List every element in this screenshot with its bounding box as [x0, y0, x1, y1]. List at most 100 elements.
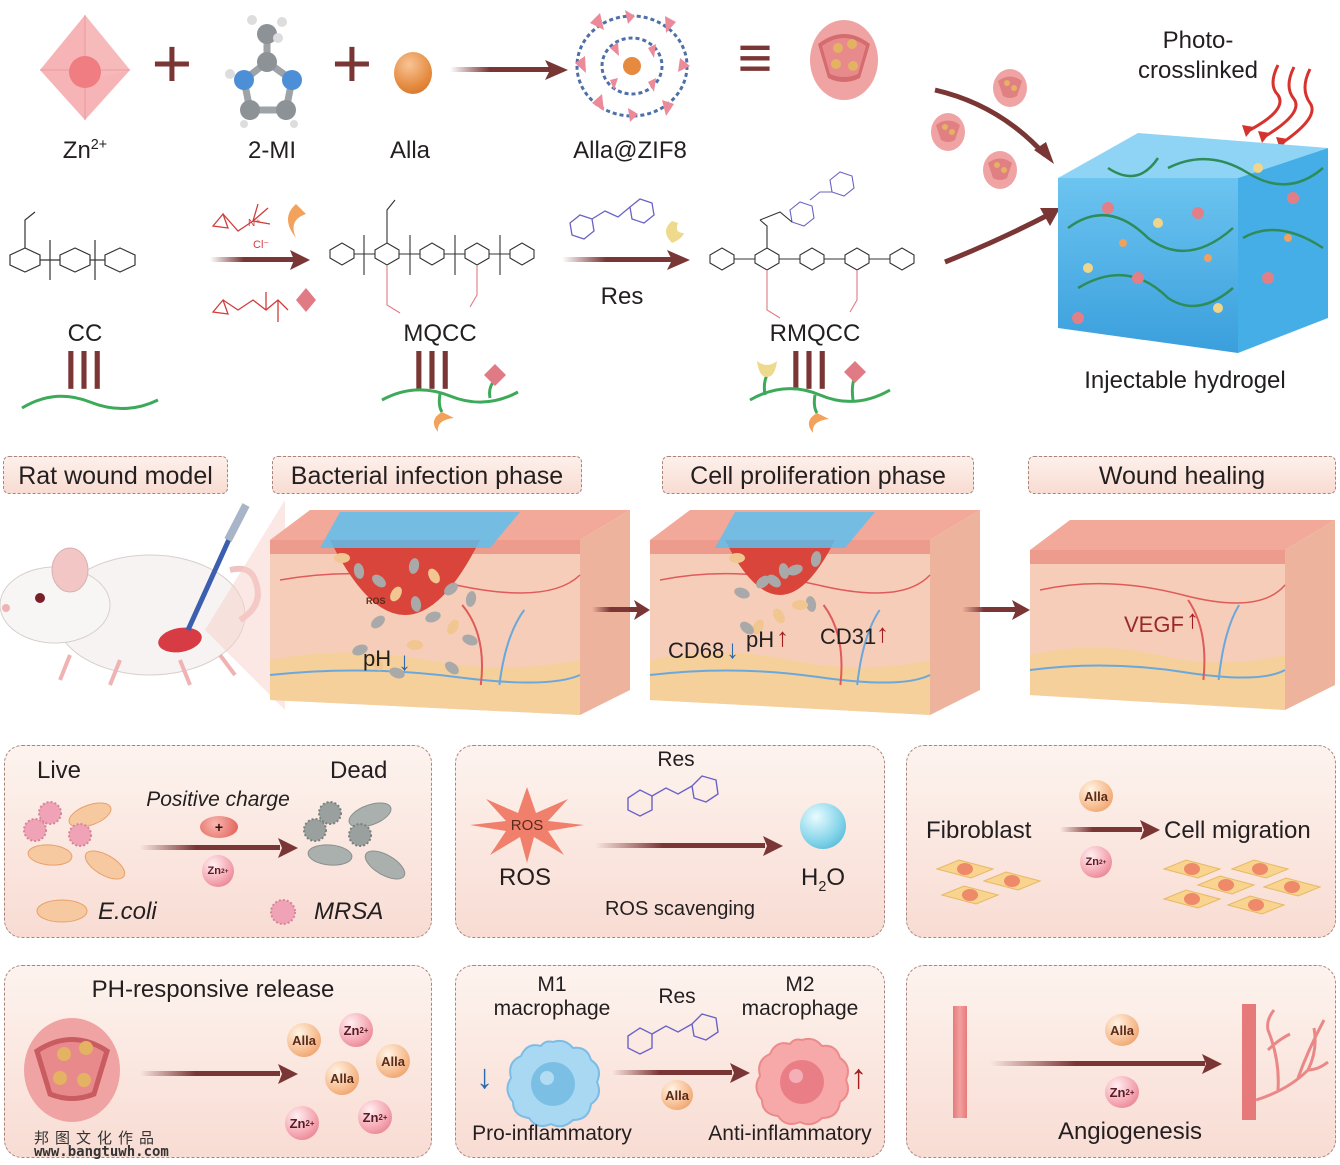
- equivalence-sign: ≡: [737, 24, 773, 91]
- ecoli-bacterium-icon: [27, 844, 73, 866]
- ros-starburst-label: ROS: [511, 817, 544, 834]
- water-label: H2O: [800, 864, 846, 895]
- proliferation-ph-label: pH: [746, 627, 775, 652]
- ecoli-label: E.coli: [98, 898, 157, 925]
- capillary-line: [461, 604, 484, 686]
- capillary-line: [822, 604, 843, 686]
- ph-down-arrow-icon: ↓: [398, 646, 411, 676]
- mi-label: 2-MI: [248, 137, 296, 164]
- reaction-arrow-icon: [990, 1054, 1222, 1074]
- bacterium-icon: [334, 553, 350, 563]
- alla-ion-icon: Alla: [661, 1080, 693, 1110]
- skin-block-healing: [1029, 520, 1335, 710]
- cd68-down-arrow-icon: ↓: [726, 634, 739, 664]
- cell-nucleus-icon: [1252, 863, 1268, 875]
- mrsa-coccus-icon: [68, 823, 92, 847]
- alla-ion-icon: Alla: [287, 1023, 321, 1057]
- bacterium-icon: [352, 644, 368, 656]
- reaction-arrow-icon: [595, 836, 783, 856]
- nanoparticle-icon: [810, 20, 878, 100]
- rmqcc-chain-icon: [749, 361, 891, 433]
- polymer-chain-icon: [21, 394, 159, 411]
- resveratrol-structure-icon: [569, 198, 684, 243]
- alla-zif8-label: Alla@ZIF8: [573, 137, 687, 164]
- cd31-up-arrow-icon: ↑: [876, 618, 889, 648]
- cell-nucleus-icon: [1184, 893, 1200, 905]
- dead-coccus-icon: [348, 823, 372, 847]
- skin-block-infection: [269, 510, 630, 715]
- plus-symbol: +: [214, 819, 224, 835]
- bacterium-icon: [756, 575, 770, 589]
- small-nanoparticle-icon: [993, 69, 1027, 107]
- skin-top-face: [1030, 520, 1335, 550]
- cell-nucleus-icon: [1218, 879, 1234, 891]
- reaction-arrow-icon: [450, 60, 568, 80]
- epidermis-layer: [1030, 550, 1285, 564]
- resveratrol-structure-icon: [627, 775, 719, 817]
- watermark-url: www.bangtuwh.com: [34, 1144, 169, 1160]
- bacterium-icon: [810, 551, 822, 567]
- bacterium-icon: [734, 587, 750, 599]
- m1-down-arrow-icon: ↓: [476, 1058, 493, 1096]
- bacterium-icon: [447, 619, 459, 635]
- mrsa-coccus-icon: [38, 801, 62, 825]
- phase-tag-bacterial-infection: Bacterial infection phase: [272, 456, 582, 494]
- curved-arrow-icon: [934, 87, 1054, 164]
- small-nanoparticle-icon: [983, 151, 1017, 189]
- injectable-hydrogel-label: Injectable hydrogel: [1084, 367, 1286, 394]
- mqcc-structure-icon: [329, 199, 535, 314]
- dead-bacterium-icon: [348, 802, 392, 828]
- alla-ion-icon: Alla: [325, 1061, 359, 1095]
- fibroblast-cells-icon: [935, 859, 1042, 905]
- capillary-line: [1187, 599, 1206, 681]
- capillary-line: [856, 609, 881, 686]
- zif8-framework-icon: [575, 10, 690, 122]
- vein-line: [1029, 664, 1286, 679]
- vein-line: [649, 669, 931, 684]
- positive-charge-label: Positive charge: [146, 788, 290, 811]
- m1-macrophage-icon: [506, 1039, 600, 1128]
- hydrogel-cube-icon: [1058, 133, 1328, 353]
- alla-ion-icon: Alla: [1105, 1014, 1139, 1046]
- skin-block-proliferation: [649, 510, 980, 715]
- hydrogel-dressing: [715, 512, 875, 548]
- cd68-label: CD68: [668, 638, 725, 663]
- vein-line: [269, 669, 581, 684]
- triple-bar-icon: |||: [790, 345, 830, 389]
- bacterium-icon: [778, 563, 790, 579]
- bacterium-icon: [410, 596, 422, 612]
- dead-coccus-icon: [318, 801, 342, 825]
- bacterium-icon: [428, 568, 440, 584]
- plus-sign: +: [331, 24, 373, 102]
- curved-arrow-icon: [944, 208, 1060, 265]
- phase-tag-cell-proliferation: Cell proliferation phase: [662, 456, 974, 494]
- ros-reactant-label: ROS: [498, 864, 552, 891]
- phase-tag-rat-wound-model: Rat wound model: [3, 456, 228, 494]
- bacterium-icon: [462, 634, 478, 646]
- bacterium-icon: [792, 600, 808, 610]
- cell-nucleus-icon: [957, 863, 973, 875]
- dead-coccus-icon: [303, 818, 327, 842]
- cc-label: CC: [67, 320, 103, 347]
- ph-up-arrow-icon: ↑: [776, 622, 789, 652]
- positive-charge-icon: +: [200, 816, 238, 838]
- phase-tag-wound-healing: Wound healing: [1028, 456, 1336, 494]
- live-label: Live: [37, 757, 82, 784]
- methylimidazole-molecule-icon: [225, 15, 302, 128]
- mqcc-chain-icon: [381, 364, 519, 432]
- res-agent-label: Res: [657, 748, 695, 771]
- plus-sign: +: [151, 24, 193, 102]
- bacterium-icon: [787, 564, 803, 576]
- cd31-label: CD31: [820, 624, 877, 649]
- vegf-up-arrow-icon: ↑: [1186, 604, 1199, 634]
- mrsa-coccus-icon: [23, 818, 47, 842]
- ph-release-title: PH-responsive release: [91, 976, 335, 1003]
- branched-vessel-icon: [1242, 1004, 1329, 1120]
- bacterium-icon: [389, 667, 405, 679]
- reaction-arrow-icon: [210, 250, 310, 270]
- bacterium-icon: [371, 655, 383, 671]
- migrated-cells-icon: [1162, 859, 1322, 915]
- ros-starburst-icon: ROS: [470, 787, 584, 863]
